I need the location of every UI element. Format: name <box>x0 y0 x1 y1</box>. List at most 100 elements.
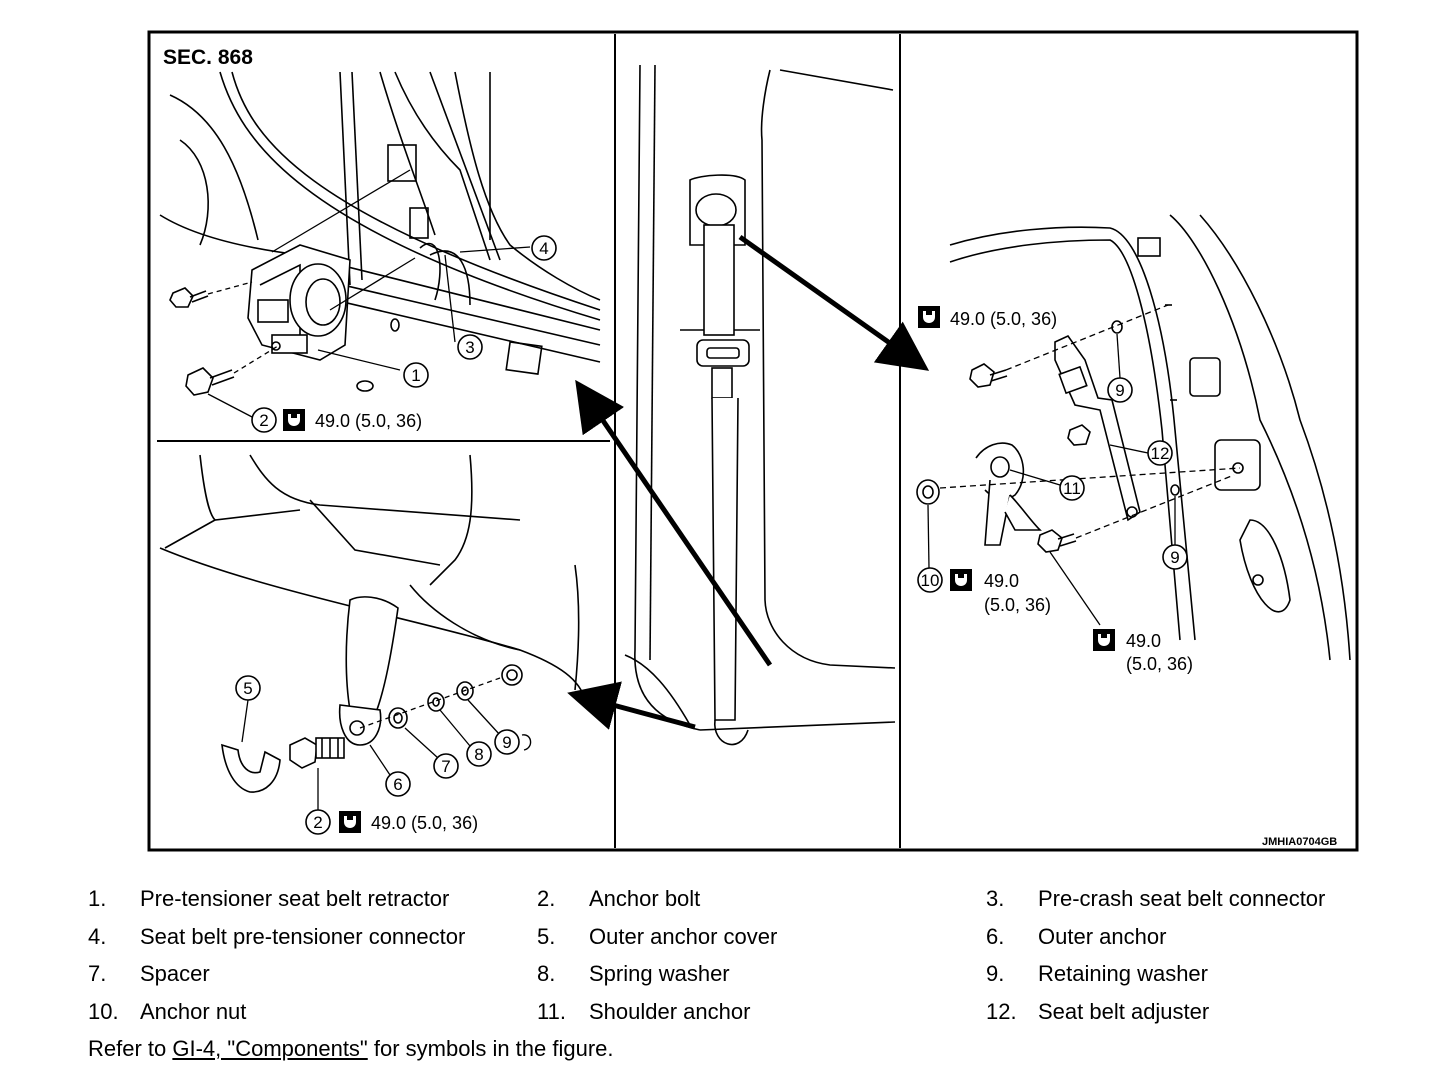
direction-arrows <box>567 234 930 730</box>
callout-5: 5 <box>235 675 261 701</box>
legend-number: 10. <box>88 998 119 1024</box>
legend-item: 3. Pre-crash seat belt connector <box>986 884 1325 914</box>
legend-label: Shoulder anchor <box>589 998 751 1024</box>
torque-right-top: 49.0 (5.0, 36) <box>950 309 1057 329</box>
legend-label: Retaining washer <box>1038 961 1208 986</box>
legend-number: 12. <box>986 998 1017 1024</box>
legend-row: 1. Pre-tensioner seat belt retractor 2. An… <box>88 884 1388 922</box>
callout-9-right-lower: 9 <box>1162 544 1188 570</box>
legend-label: Pre-tensioner seat belt retractor <box>140 886 450 911</box>
torque-right-bolt-value: 49.0 <box>1126 631 1161 651</box>
svg-text:2: 2 <box>313 813 322 832</box>
torque-icon <box>950 569 972 591</box>
svg-text:9: 9 <box>1170 548 1179 567</box>
svg-text:9: 9 <box>502 733 511 752</box>
legend-number: 1. <box>88 886 107 911</box>
legend-number: 9. <box>986 961 1005 986</box>
parts-legend: 1. Pre-tensioner seat belt retractor 2. An… <box>88 884 1388 1034</box>
svg-text:9: 9 <box>1115 381 1124 400</box>
callout-12: 12 <box>1147 440 1173 466</box>
callout-3: 3 <box>457 334 483 360</box>
legend-item: 10. Anchor nut <box>88 997 246 1027</box>
legend-label: Anchor nut <box>140 998 247 1024</box>
callout-11: 11 <box>1059 475 1085 501</box>
svg-text:10: 10 <box>921 571 940 590</box>
legend-number: 4. <box>88 923 107 949</box>
callout-6: 6 <box>385 771 411 797</box>
anchor-bolt-upper-drawing <box>185 367 235 396</box>
legend-label: Seat belt adjuster <box>1038 998 1210 1024</box>
svg-text:11: 11 <box>1063 479 1081 498</box>
callout-9-right-upper: 9 <box>1107 377 1133 403</box>
shoulder-anchor-drawing <box>975 442 1042 546</box>
torque-icon <box>283 409 305 431</box>
svg-text:7: 7 <box>441 757 450 776</box>
upper-bolt-drawing <box>169 287 209 308</box>
retractor-leaders <box>207 169 531 419</box>
legend-number: 8. <box>537 961 556 986</box>
torque-right-bolt-units: (5.0, 36) <box>1126 654 1193 674</box>
svg-text:12: 12 <box>1151 444 1170 463</box>
legend-item: 6. Outer anchor <box>986 922 1166 952</box>
svg-text:8: 8 <box>474 745 483 764</box>
callout-2-upper: 2 <box>251 407 277 433</box>
svg-text:2: 2 <box>259 411 268 430</box>
legend-number: 6. <box>986 923 1005 949</box>
legend-number: 3. <box>986 886 1005 911</box>
legend-label: Spacer <box>140 961 210 986</box>
svg-text:4: 4 <box>539 239 548 258</box>
components-link[interactable]: GI-4, "Components" <box>172 1036 368 1061</box>
legend-label: Outer anchor cover <box>589 923 778 949</box>
torque-right-nut-value: 49.0 <box>984 571 1019 591</box>
legend-label: Outer anchor <box>1038 923 1167 949</box>
torque-right-nut-units: (5.0, 36) <box>984 595 1051 615</box>
callout-9-lower: 9 <box>494 729 532 755</box>
outer-anchor-leaders <box>241 677 501 810</box>
torque-icon <box>918 306 940 328</box>
legend-row: 4. Seat belt pre-tensioner connector 5. Ou… <box>88 922 1388 960</box>
adjuster-leaders <box>927 304 1241 626</box>
pre-tensioner-retractor-drawing <box>247 244 351 361</box>
svg-text:3: 3 <box>465 338 474 357</box>
svg-text:6: 6 <box>393 775 402 794</box>
adjuster-panel-drawing <box>949 214 1351 661</box>
legend-item: 11. Shoulder anchor <box>537 997 750 1027</box>
legend-label: Pre-crash seat belt connector <box>1038 886 1326 911</box>
legend-label: Anchor bolt <box>589 886 701 911</box>
legend-number: 5. <box>537 923 556 949</box>
callout-8: 8 <box>466 741 492 767</box>
legend-item: 1. Pre-tensioner seat belt retractor <box>88 884 449 914</box>
reference-prefix: Refer to <box>88 1036 173 1061</box>
retractor-panel-drawing <box>159 71 601 392</box>
callout-2-lower: 2 <box>305 809 331 835</box>
legend-number: 2. <box>537 886 556 911</box>
legend-label: Seat belt pre-tensioner connector <box>140 923 466 949</box>
legend-item: 12. Seat belt adjuster <box>986 997 1209 1027</box>
svg-text:5: 5 <box>243 679 252 698</box>
legend-number: 7. <box>88 961 107 986</box>
legend-item: 8. Spring washer <box>537 959 730 989</box>
callout-1: 1 <box>403 362 429 388</box>
outer-anchor-cover-drawing <box>221 743 281 793</box>
legend-item: 2. Anchor bolt <box>537 884 700 914</box>
legend-row: 7. Spacer 8. Spring washer 9. Retaining was… <box>88 959 1388 997</box>
reference-note: Refer to GI-4, "Components" for symbols … <box>88 1036 614 1062</box>
legend-number: 11. <box>537 998 566 1024</box>
washer-stack-drawing <box>388 664 523 729</box>
pillar-panel-drawing <box>624 64 896 746</box>
seat-belt-adjuster-drawing <box>1054 334 1141 522</box>
svg-text:1: 1 <box>411 366 420 385</box>
legend-label: Spring washer <box>589 961 730 986</box>
anchor-bolt-lower-drawing <box>289 737 345 769</box>
torque-bottom-left: 49.0 (5.0, 36) <box>371 813 478 833</box>
callout-10: 10 <box>917 567 943 593</box>
torque-icon <box>339 811 361 833</box>
callout-4: 4 <box>531 235 557 261</box>
legend-row: 10. Anchor nut 11. Shoulder anchor 12. Seat… <box>88 997 1388 1035</box>
legend-item: 4. Seat belt pre-tensioner connector <box>88 922 465 952</box>
reference-suffix: for symbols in the figure. <box>367 1036 614 1061</box>
section-label: SEC. 868 <box>163 46 253 69</box>
torque-icon <box>1093 629 1115 651</box>
figure-id: JMHIA0704GB <box>1262 836 1337 848</box>
